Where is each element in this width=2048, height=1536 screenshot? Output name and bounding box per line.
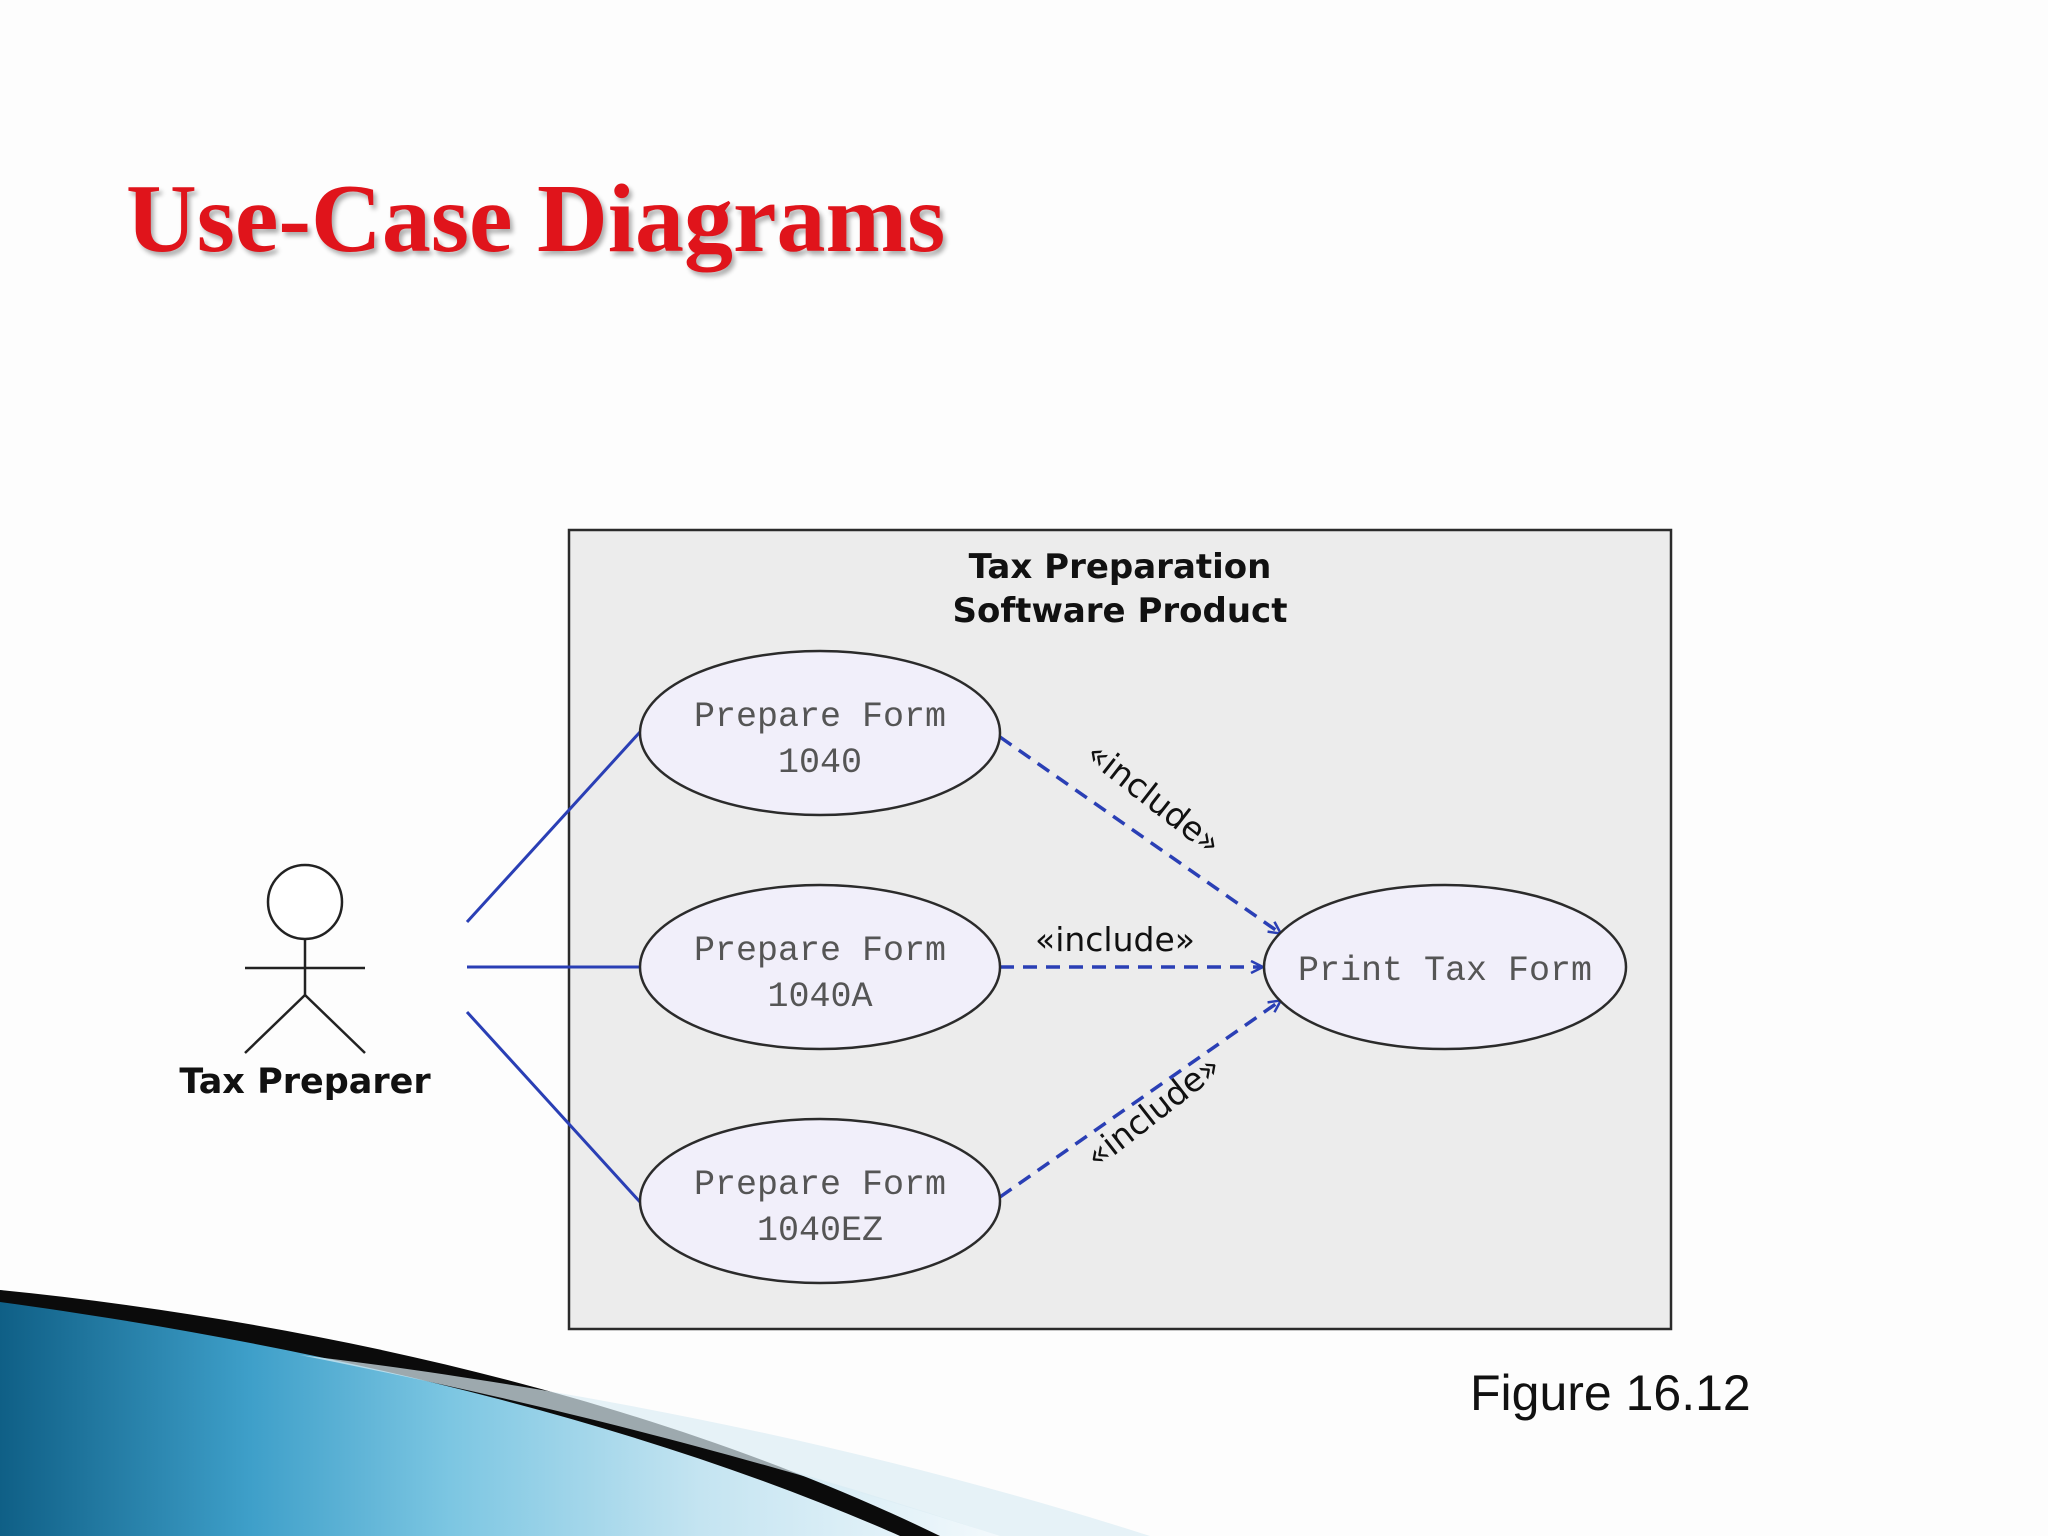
use-case-1040-line-1: Prepare Form (694, 697, 946, 737)
use-case-1040ez-line-2: 1040EZ (757, 1211, 883, 1251)
association-line-1040ez (465, 1010, 642, 1204)
use-case-print-line-1: Print Tax Form (1298, 951, 1592, 991)
use-case-1040-line-2: 1040 (778, 743, 862, 783)
system-title-line-2: Software Product (953, 591, 1288, 631)
slide-decoration (0, 1290, 1150, 1536)
use-case-1040a-line-2: 1040A (767, 977, 872, 1017)
include-label-1040a: «include» (1035, 920, 1195, 959)
include-arrow-1040ez (998, 1001, 1280, 1199)
figure-caption: Figure 16.12 (1470, 1365, 1751, 1421)
include-arrows (998, 735, 1280, 1199)
use-case-prepare-form-1040: Prepare Form 1040 (638, 649, 1002, 817)
slide-title: Use-Case Diagrams (126, 165, 946, 273)
use-case-1040ez-line-1: Prepare Form (694, 1165, 946, 1205)
actor-label: Tax Preparer (179, 1062, 431, 1102)
association-line-1040 (465, 730, 642, 924)
include-arrow-1040 (998, 735, 1280, 933)
system-title-line-1: Tax Preparation (969, 547, 1272, 587)
use-case-print-tax-form: Print Tax Form (1262, 883, 1628, 1051)
use-case-1040a-line-1: Prepare Form (694, 931, 946, 971)
use-case-prepare-form-1040ez: Prepare Form 1040EZ (638, 1117, 1002, 1285)
stick-figure-actor-icon (244, 863, 366, 1054)
use-case-prepare-form-1040a: Prepare Form 1040A (638, 883, 1002, 1051)
association-lines (465, 730, 642, 1204)
